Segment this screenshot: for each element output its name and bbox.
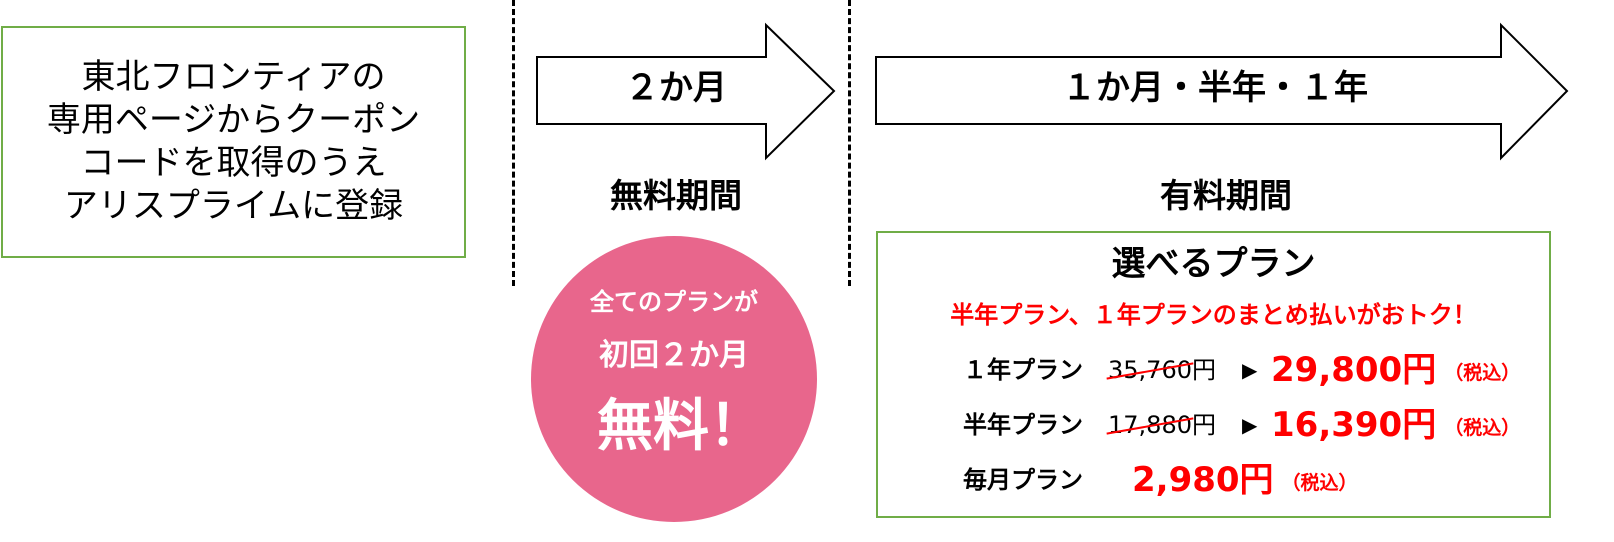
plan-box: 選べるプラン 半年プラン、１年プランのまとめ払いがおトク！ １年プラン 35,7…: [876, 231, 1551, 518]
dashed-divider-right: [848, 0, 851, 286]
paid-period-label: 有料期間: [1160, 176, 1292, 215]
paid-period-arrow: [875, 22, 1569, 161]
intro-line-4: アリスプライムに登録: [63, 186, 404, 226]
tax-note: （税込）: [1444, 417, 1521, 439]
intro-box: 東北フロンティアの 専用ページからクーポン コードを取得のうえ アリスプライムに…: [1, 26, 466, 258]
free-period-label: 無料期間: [610, 176, 742, 215]
plan-new-price: 29,800円（税込）: [1271, 350, 1521, 390]
plan-old-amount: 17,880: [1106, 411, 1194, 439]
play-arrow-icon: ▶: [1242, 413, 1258, 437]
plan-new-price: 16,390円（税込）: [1271, 405, 1521, 445]
plan-old-unit: 円: [1191, 356, 1216, 384]
tax-note: （税込）: [1444, 362, 1521, 384]
plan-new-price: 2,980円（税込）: [1132, 460, 1358, 500]
intro-line-3: コードを取得のうえ: [80, 143, 387, 183]
badge-line-3: 無料！: [597, 394, 765, 459]
intro-line-1: 東北フロンティアの: [81, 57, 386, 97]
plan-row-monthly: 毎月プラン 2,980円（税込）: [878, 458, 1549, 502]
free-period-arrow: [536, 22, 836, 161]
free-period-duration: ２か月: [625, 68, 727, 108]
plan-name: 半年プラン: [963, 411, 1083, 439]
badge-line-2: 初回２か月: [599, 338, 749, 373]
play-arrow-icon: ▶: [1242, 358, 1258, 382]
paid-period-duration: １か月・半年・１年: [1062, 68, 1368, 108]
free-trial-badge: 全てのプランが 初回２か月 無料！: [531, 236, 817, 522]
plan-promo: 半年プラン、１年プランのまとめ払いがおトク！: [950, 301, 1477, 329]
tax-note: （税込）: [1281, 472, 1358, 494]
dashed-divider-left: [512, 0, 515, 286]
plan-title: 選べるプラン: [1111, 244, 1316, 284]
plan-name: １年プラン: [963, 356, 1083, 384]
badge-line-1: 全てのプランが: [590, 288, 758, 316]
plan-name: 毎月プラン: [963, 466, 1083, 494]
intro-line-2: 専用ページからクーポン: [46, 100, 421, 140]
plan-old-amount: 35,760: [1106, 356, 1194, 384]
plan-old-unit: 円: [1191, 411, 1216, 439]
